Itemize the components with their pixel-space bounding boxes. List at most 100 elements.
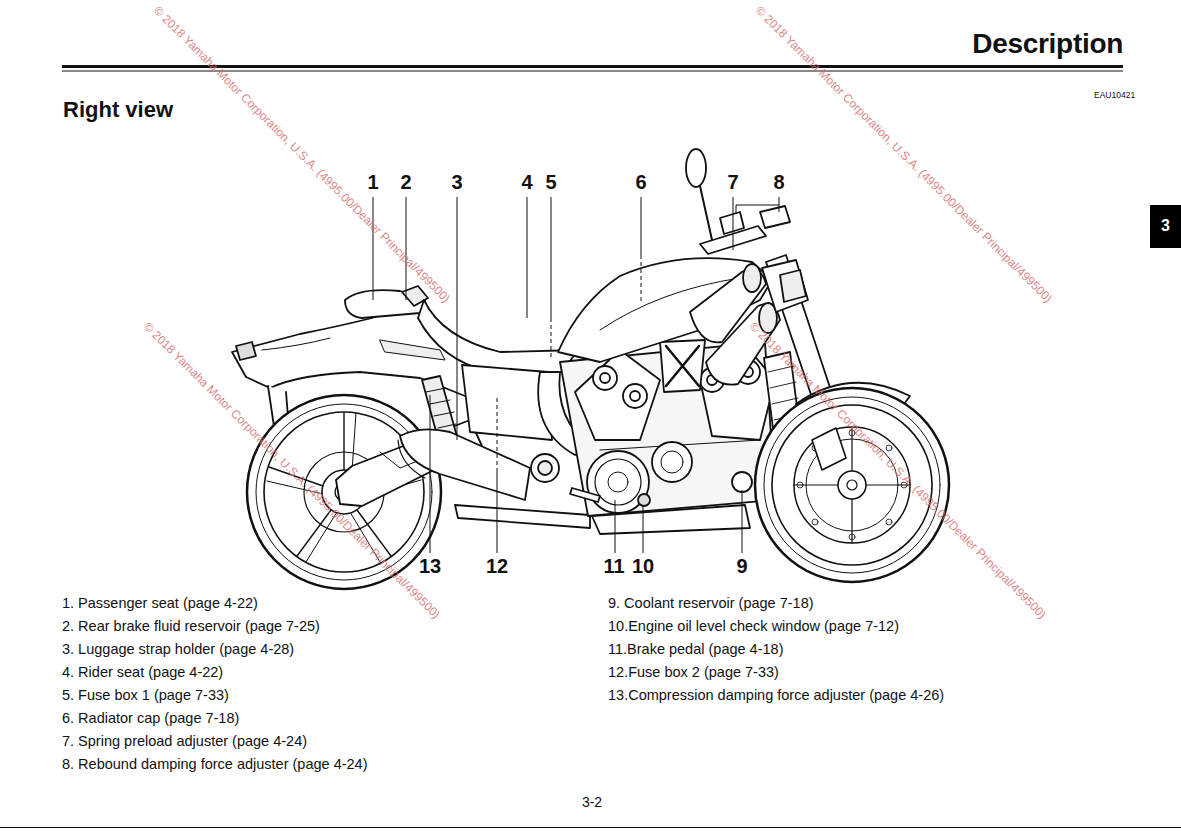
engine <box>661 451 683 473</box>
engine <box>638 494 650 506</box>
engine <box>587 451 649 513</box>
watermark: © 2018 Yamaha Motor Corporation, U.S.A. … <box>140 320 442 622</box>
front-fork <box>700 186 712 240</box>
engine <box>652 442 692 482</box>
part-list-item: 4. Rider seat (page 4-22) <box>62 664 223 681</box>
exhaust <box>398 440 425 478</box>
leader-lines <box>615 500 616 553</box>
part-list-item: 8. Rebound damping force adjuster (page … <box>62 756 368 773</box>
front-wheel <box>794 427 910 543</box>
callout-number: 2 <box>400 171 411 194</box>
front-wheel <box>764 397 940 573</box>
page-number: 3-2 <box>582 794 602 810</box>
engine <box>630 391 640 401</box>
engine <box>595 459 641 505</box>
leader-lines <box>406 197 407 300</box>
front-wheel <box>755 388 949 582</box>
leader-lines <box>497 472 498 553</box>
callout-number: 11 <box>603 555 624 578</box>
motorcycle-drawing <box>232 149 949 589</box>
leader-lines <box>373 197 374 300</box>
seats <box>345 286 578 372</box>
part-list-item: 2. Rear brake fluid reservoir (page 7-25… <box>62 618 320 635</box>
part-list-item: 10.Engine oil level check window (page 7… <box>608 618 899 635</box>
watermark: © 2018 Yamaha Motor Corporation, U.S.A. … <box>752 4 1054 306</box>
leader-lines <box>497 398 498 472</box>
leader-lines <box>736 197 779 214</box>
part-list-item: 3. Luggage strap holder (page 4-28) <box>62 641 294 658</box>
fuel-tank <box>743 264 761 292</box>
callout-number: 5 <box>545 171 556 194</box>
leader-lines <box>643 506 644 553</box>
engine <box>600 373 610 383</box>
header-rule <box>62 65 1123 68</box>
watermark: © 2018 Yamaha Motor Corporation, U.S.A. … <box>150 4 452 306</box>
part-list-item: 1. Passenger seat (page 4-22) <box>62 595 258 612</box>
leader-lines <box>551 318 552 360</box>
part-list-item: 11.Brake pedal (page 4-18) <box>608 641 783 658</box>
engine <box>732 472 752 492</box>
engine <box>623 384 647 408</box>
leader-lines <box>641 197 642 255</box>
callout-number: 7 <box>727 171 738 194</box>
leader-lines <box>641 255 642 302</box>
callout-number: 9 <box>736 555 747 578</box>
leader-lines <box>733 197 734 250</box>
front-wheel <box>847 480 857 490</box>
engine <box>660 340 705 392</box>
front-fork <box>762 260 808 312</box>
rear-bodywork <box>262 338 330 350</box>
callout-number: 10 <box>632 555 654 578</box>
engine <box>570 488 600 502</box>
chapter-tab: 3 <box>1150 205 1181 248</box>
callout-number: 3 <box>451 171 462 194</box>
callout-number: 8 <box>773 171 784 194</box>
part-list-item: 12.Fuse box 2 (page 7-33) <box>608 664 779 681</box>
front-wheel <box>886 445 892 451</box>
callout-number: 1 <box>367 171 378 194</box>
front-wheel <box>794 427 910 543</box>
page-title: Description <box>972 28 1123 60</box>
leader-lines <box>742 490 743 553</box>
engine <box>593 366 617 390</box>
front-wheel <box>812 428 846 470</box>
engine <box>592 505 750 534</box>
front-wheel <box>838 471 866 499</box>
part-list-item: 13.Compression damping force adjuster (p… <box>608 687 944 704</box>
front-fork <box>720 212 744 234</box>
exhaust <box>455 505 590 528</box>
header-rule <box>62 65 1123 72</box>
engine <box>575 350 660 440</box>
exhaust <box>400 429 530 500</box>
view-heading: Right view <box>63 97 173 122</box>
footer-rule <box>0 827 1181 828</box>
engine <box>608 472 628 492</box>
leader-lines <box>373 197 779 553</box>
leader-lines <box>457 197 458 440</box>
leader-lines <box>430 395 431 553</box>
engine <box>666 346 699 386</box>
front-wheel <box>772 405 932 565</box>
callout-number: 12 <box>486 555 508 578</box>
exhaust <box>531 454 559 482</box>
part-list-item: 5. Fuse box 1 (page 7-33) <box>62 687 229 704</box>
header-rule <box>62 71 1123 72</box>
callout-number: 4 <box>521 171 532 194</box>
footer-rule <box>0 827 1181 828</box>
part-list-item: 9. Coolant reservoir (page 7-18) <box>608 595 814 612</box>
document-code: EAU10421 <box>1094 91 1135 101</box>
leader-lines <box>551 197 552 318</box>
rear-bodywork <box>236 342 256 360</box>
exhaust <box>538 461 552 475</box>
front-fork <box>760 206 790 228</box>
front-wheel <box>812 519 818 525</box>
watermark: © 2018 Yamaha Motor Corporation, U.S.A. … <box>746 320 1048 622</box>
callout-number: 13 <box>419 555 441 578</box>
leader-lines <box>527 197 528 318</box>
callout-number: 6 <box>635 171 646 194</box>
fuel-tank <box>558 258 780 384</box>
front-fork <box>780 270 806 302</box>
part-list-item: 7. Spring preload adjuster (page 4-24) <box>62 733 307 750</box>
part-list-item: 6. Radiator cap (page 7-18) <box>62 710 239 727</box>
